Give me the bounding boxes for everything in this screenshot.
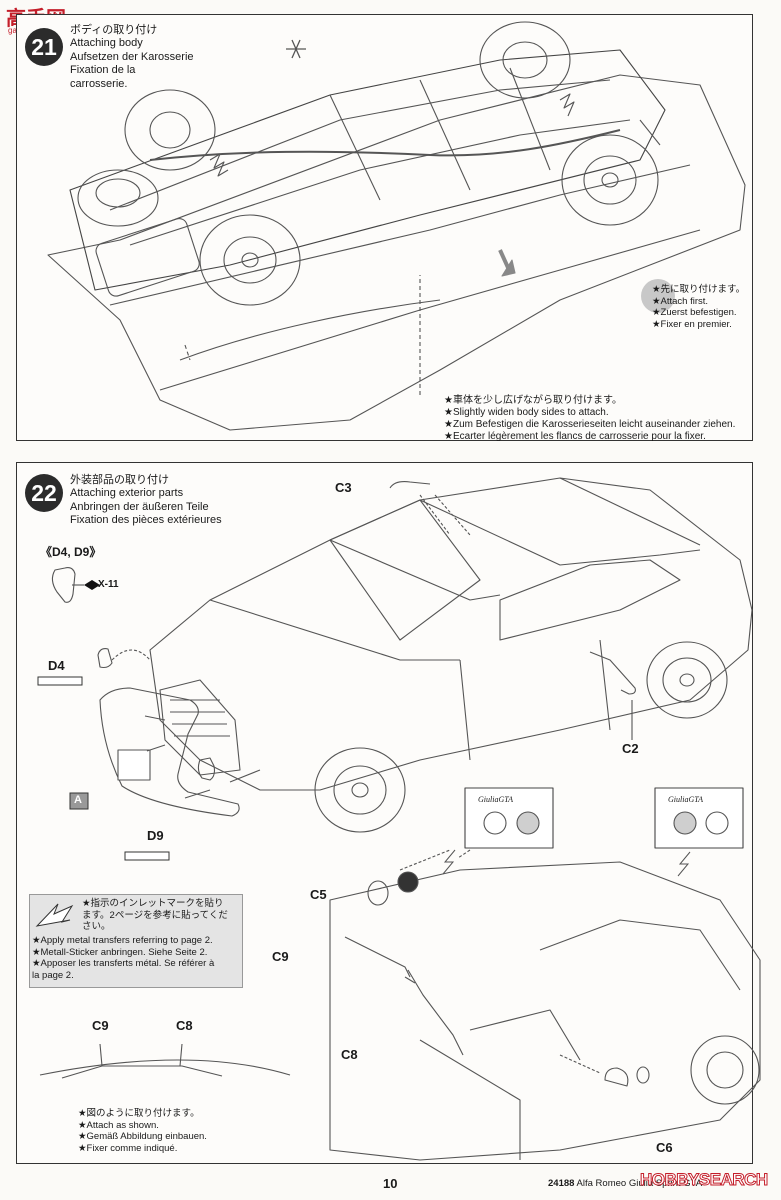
title-de: Anbringen der äußeren Teile [70, 500, 209, 513]
note-jp-3: さい。 [82, 921, 111, 932]
note-fr-2: la page 2. [32, 969, 74, 981]
label-c9-detail: C9 [92, 1018, 109, 1033]
step-21-number: 21 [25, 28, 63, 66]
title-fr-2: carrosserie. [70, 77, 128, 90]
step-21-note-widen: ★車体を少し広げながら取り付けます。 ★Slightly widen body … [444, 395, 735, 443]
note-de: ★Gemäß Abbildung einbauen. [78, 1131, 207, 1142]
note-de: ★Zuerst befestigen. [652, 307, 737, 318]
step-21-illustration [47, 21, 746, 431]
title-fr: Fixation des pièces extérieures [70, 514, 222, 527]
kit-code: 24188 [548, 1178, 575, 1189]
note-jp: ★図のように取り付けます。 [78, 1108, 200, 1119]
note-de: ★Metall-Sticker anbringen. Siehe Seite 2… [32, 946, 208, 958]
step-22-title: 外装部品の取り付け Attaching exterior parts Anbri… [70, 474, 222, 528]
note-fr: ★Fixer en premier. [652, 318, 732, 330]
metal-transfer-note: ★指示のインレットマークを貼り ます。2ページを参考に貼ってくだ さい。 [82, 898, 228, 933]
emblem-right: GiuliaGTA [668, 795, 703, 804]
attach-as-shown-note: ★図のように取り付けます。 ★Attach as shown. ★Gemäß A… [78, 1108, 207, 1154]
note-fr: ★Ecarter légèrement les flancs de carros… [444, 431, 706, 442]
page-number: 10 [383, 1176, 398, 1191]
step-21-panel [16, 14, 753, 441]
note-en: ★Apply metal transfers referring to page… [32, 935, 213, 946]
step-22-number: 22 [25, 474, 63, 512]
title-jp: 外装部品の取り付け [70, 474, 169, 486]
label-c9: C9 [272, 949, 289, 964]
note-fr: ★Apposer les transferts métal. Se référe… [32, 958, 215, 969]
note-de: ★Zum Befestigen die Karosserieseiten lei… [444, 419, 736, 430]
label-c8: C8 [341, 1047, 358, 1062]
label-c6: C6 [656, 1140, 673, 1155]
title-de: Aufsetzen der Karosserie [70, 50, 194, 63]
step-22-panel [16, 462, 753, 1164]
step-21-note-attach-first: ★先に取り付けます。 ★Attach first. ★Zuerst befest… [652, 284, 745, 330]
label-c2: C2 [622, 741, 639, 756]
title-fr: Fixation de la [70, 64, 136, 77]
note-en: ★Attach as shown. [78, 1119, 159, 1131]
note-jp: ★車体を少し広げながら取り付けます。 [444, 395, 622, 406]
label-d4: D4 [48, 658, 65, 673]
label-d9: D9 [147, 828, 164, 843]
watermark-hobbysearch: HOBBYSEARCH [640, 1170, 769, 1190]
title-en: Attaching exterior parts [70, 487, 184, 500]
footer-model: 24188 Alfa Romeo Giulia Sprint GTA [548, 1178, 702, 1189]
parts-group-label: 《D4, D9》 [40, 545, 102, 559]
emblem-left: GiuliaGTA [478, 795, 513, 804]
label-c3: C3 [335, 480, 352, 495]
step-21-title: ボディの取り付け Attaching body Aufsetzen der Ka… [70, 24, 194, 91]
model-name: Alfa Romeo Giulia Sprint GTA [576, 1178, 703, 1189]
note-en: ★Slightly widen body sides to attach. [444, 407, 609, 418]
note-jp-2: ます。2ページを参考に貼ってくだ [82, 909, 228, 921]
title-en: Attaching body [70, 37, 143, 50]
note-en: ★Attach first. [652, 295, 709, 307]
label-c5: C5 [310, 887, 327, 902]
note-jp-1: ★指示のインレットマークを貼り [82, 898, 224, 909]
metal-transfer-note-eu: ★Apply metal transfers referring to page… [32, 935, 214, 981]
title-jp: ボディの取り付け [70, 24, 158, 36]
note-fr: ★Fixer comme indiqué. [78, 1142, 178, 1154]
label-a: A [74, 794, 82, 806]
label-x11: X-11 [98, 579, 119, 590]
note-jp: ★先に取り付けます。 [652, 284, 746, 295]
label-c8-detail: C8 [176, 1018, 193, 1033]
